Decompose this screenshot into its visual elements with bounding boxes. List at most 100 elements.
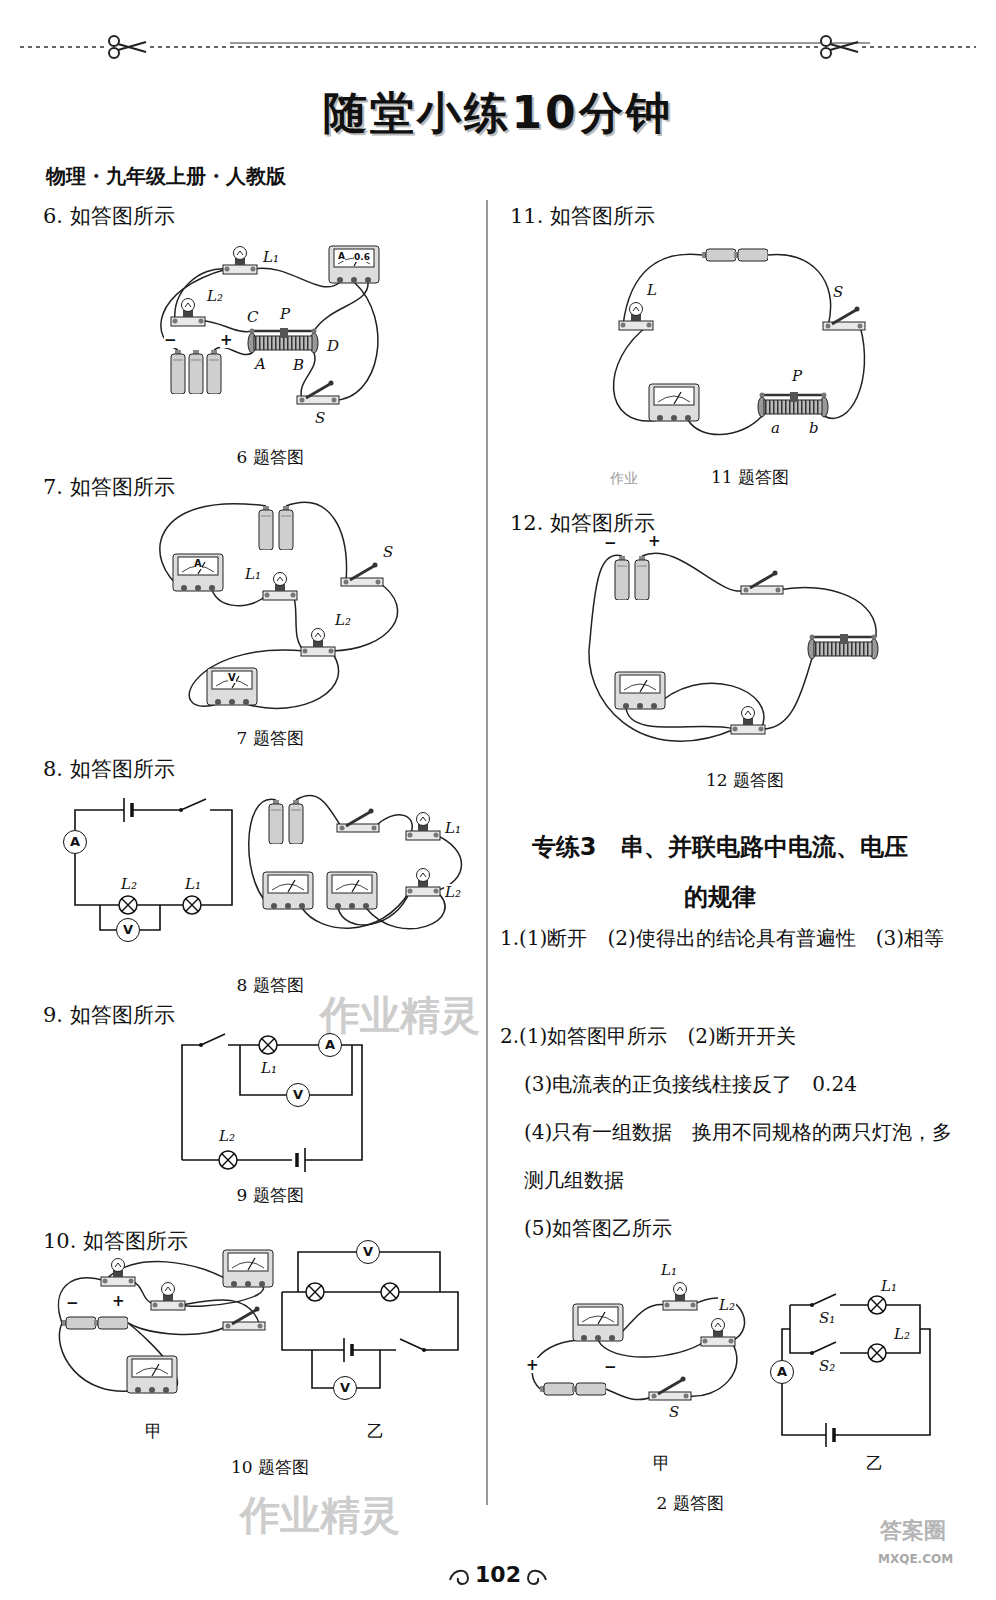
column-divider <box>487 200 488 1505</box>
figure-8 <box>75 795 462 930</box>
meter-symbol: A <box>318 1033 342 1057</box>
cut-line <box>20 36 976 58</box>
meter-symbol: V <box>333 1376 357 1400</box>
terminal-label: b <box>808 420 820 436</box>
meter-symbol: V <box>356 1240 380 1264</box>
component-label: S₁ <box>818 1310 836 1326</box>
subfigure-label: 甲 <box>145 1420 162 1442</box>
section-heading: 专练3 串、并联电路中电流、电压的规律 <box>525 822 915 922</box>
terminal-label: a <box>770 420 781 436</box>
polarity-sign: − <box>164 333 177 348</box>
figure-2 <box>532 1283 930 1448</box>
meter-letter: V <box>363 1245 373 1259</box>
component-label: S <box>382 544 394 560</box>
figure-caption: 7 题答图 <box>236 727 303 749</box>
slider-label: P <box>279 306 291 322</box>
terminal-label: B <box>292 357 305 373</box>
component-label: L₁ <box>184 876 202 892</box>
stamp-text: 作业 <box>610 470 638 486</box>
figure-12 <box>589 553 878 741</box>
page-number: 102 <box>475 1562 521 1588</box>
polarity-sign: + <box>648 534 661 549</box>
figure-6 <box>161 246 379 404</box>
component-label: L₂ <box>893 1326 911 1342</box>
meter-letter: V <box>293 1088 303 1102</box>
subfigure-label: 乙 <box>866 1452 883 1474</box>
slider-label: P <box>791 368 803 384</box>
component-label: L₁ <box>244 566 262 582</box>
figure-10 <box>59 1250 458 1393</box>
meter-face-label: A <box>338 251 345 261</box>
component-label: L₂ <box>718 1297 736 1313</box>
answer-text: (4)只有一组数据 换用不同规格的两只灯泡，多测几组数据 <box>524 1108 954 1204</box>
figure-9 <box>182 1034 362 1172</box>
meter-symbol: V <box>116 918 140 942</box>
polarity-sign: + <box>526 1358 539 1373</box>
book-info: 物理・九年级上册・人教版 <box>46 163 286 189</box>
watermark: 作业精灵 <box>240 1492 400 1538</box>
terminal-label: D <box>326 338 340 354</box>
meter-symbol: V <box>286 1083 310 1107</box>
question-number: 12. 如答图所示 <box>510 510 655 536</box>
page-title: 随堂小练10分钟 <box>323 86 672 140</box>
meter-face-label: V <box>228 672 236 683</box>
component-label: S <box>314 410 326 426</box>
component-label: L₁ <box>260 1060 278 1076</box>
figure-11 <box>614 249 865 435</box>
component-label: L₂ <box>206 288 224 304</box>
answer-text: 2.(1)如答图甲所示 (2)断开开关 <box>500 1012 950 1060</box>
component-label: L₁ <box>262 249 280 265</box>
component-label: L₁ <box>660 1262 678 1278</box>
answer-text: 1.(1)断开 (2)使得出的结论具有普遍性 (3)相等 <box>500 914 950 962</box>
meter-face-label: A <box>194 558 202 569</box>
component-label: L₂ <box>120 876 138 892</box>
figure-caption: 9 题答图 <box>236 1184 303 1206</box>
component-label: L₁ <box>444 820 462 836</box>
terminal-label: C <box>246 309 259 325</box>
answer-text: (3)电流表的正负接线柱接反了 0.24 <box>524 1060 954 1108</box>
question-number: 7. 如答图所示 <box>43 474 175 500</box>
polarity-sign: + <box>112 1294 125 1309</box>
meter-letter: A <box>325 1038 335 1052</box>
component-label: L₂ <box>218 1128 236 1144</box>
figure-caption: 12 题答图 <box>706 769 784 791</box>
subfigure-label: 乙 <box>367 1420 384 1442</box>
terminal-label: A <box>254 356 267 372</box>
figure-caption: 10 题答图 <box>231 1456 309 1478</box>
polarity-sign: − <box>604 536 617 551</box>
subfigure-label: 甲 <box>653 1452 670 1474</box>
answer-text: (5)如答图乙所示 <box>524 1204 954 1252</box>
figure-caption: 2 题答图 <box>656 1492 723 1514</box>
component-label: S <box>832 284 844 300</box>
figure-caption: 8 题答图 <box>236 974 303 996</box>
question-number: 9. 如答图所示 <box>43 1002 175 1028</box>
figure-7 <box>160 502 398 708</box>
component-label: L <box>646 282 658 298</box>
meter-letter: V <box>123 923 133 937</box>
meter-letter: A <box>70 835 80 849</box>
polarity-sign: + <box>220 333 233 348</box>
watermark: 答案圈 <box>880 1518 946 1544</box>
meter-symbol: A <box>770 1360 794 1384</box>
watermark: MXQE.COM <box>878 1552 953 1566</box>
meter-range-label: 0.6 <box>354 252 370 262</box>
figure-caption: 6 题答图 <box>236 446 303 468</box>
question-number: 11. 如答图所示 <box>510 203 655 229</box>
question-number: 10. 如答图所示 <box>43 1228 188 1254</box>
component-label: L₁ <box>880 1278 898 1294</box>
meter-symbol: A <box>63 830 87 854</box>
question-number: 6. 如答图所示 <box>43 203 175 229</box>
component-label: L₂ <box>334 612 352 628</box>
figure-caption: 11 题答图 <box>711 466 789 488</box>
meter-letter: V <box>340 1381 350 1395</box>
polarity-sign: − <box>604 1360 617 1375</box>
meter-letter: A <box>777 1365 787 1379</box>
watermark: 作业精灵 <box>320 992 480 1038</box>
question-number: 8. 如答图所示 <box>43 756 175 782</box>
component-label: L₂ <box>444 884 462 900</box>
component-label: S₂ <box>818 1358 836 1374</box>
component-label: S <box>668 1404 680 1420</box>
polarity-sign: − <box>66 1296 79 1311</box>
